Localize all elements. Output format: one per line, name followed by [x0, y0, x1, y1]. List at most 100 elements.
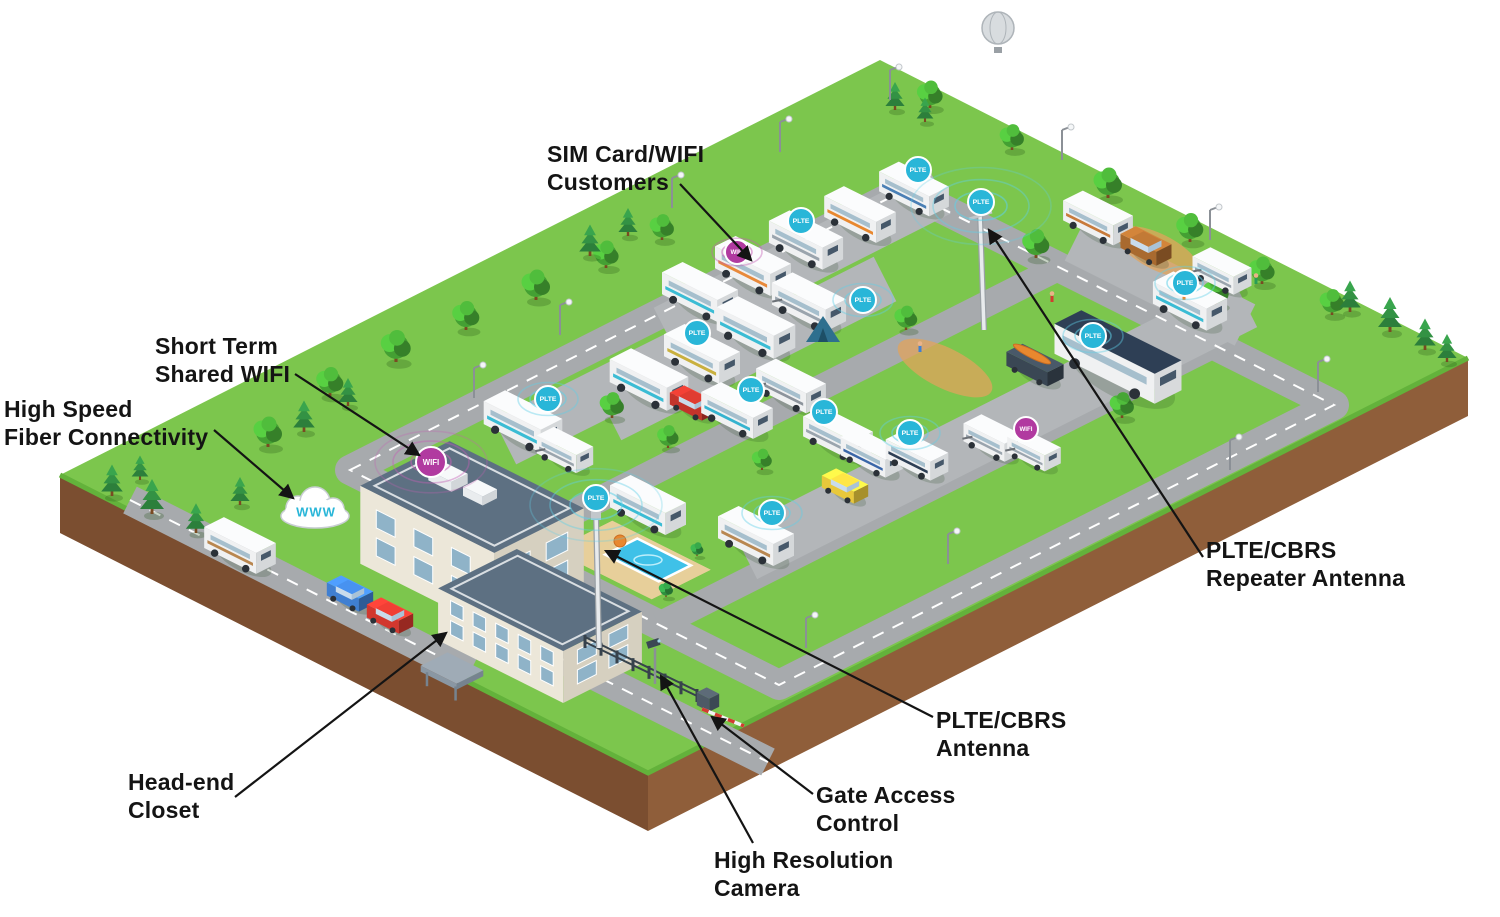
pine-tree-icon: [338, 378, 358, 412]
street-light-icon: [1061, 123, 1075, 160]
plte-badge: PLTE: [534, 385, 562, 413]
plte-badge: PLTE: [967, 188, 995, 216]
tree-icon: [452, 301, 481, 337]
label-plte-cbrs-antenna: PLTE/CBRS Antenna: [936, 706, 1066, 762]
plte-badge: PLTE: [896, 419, 924, 447]
svg-text:WIFI: WIFI: [1019, 426, 1032, 433]
svg-text:PLTE: PLTE: [588, 495, 605, 502]
label-line-2: Control: [816, 810, 900, 837]
rv-vehicle: [204, 517, 276, 578]
high-resolution-camera: [646, 638, 661, 684]
pine-tree-icon: [185, 503, 207, 539]
balloon-icon: [981, 11, 1015, 53]
label-line-1: High Resolution: [714, 847, 894, 873]
label-line-2: Antenna: [936, 735, 1030, 762]
trailer-vehicle: [1005, 428, 1061, 475]
plte-badge: PLTE: [758, 499, 786, 527]
label-line-1: PLTE/CBRS: [936, 707, 1067, 733]
plte-badge: PLTE: [1171, 269, 1199, 297]
label-high-resolution-camera: High Resolution Camera: [714, 846, 893, 902]
street-light-icon: [1317, 355, 1331, 392]
person-icon: [917, 341, 923, 352]
street-light-icon: [559, 298, 573, 335]
svg-text:PLTE: PLTE: [902, 430, 919, 437]
rv-vehicle: [716, 296, 796, 362]
label-line-2: Repeater Antenna: [1206, 565, 1406, 592]
label-short-term-shared-wifi: Short Term Shared WIFI: [155, 332, 290, 388]
street-light-icon: [1229, 433, 1243, 470]
street-light-icon: [671, 171, 685, 208]
svg-text:PLTE: PLTE: [764, 510, 781, 517]
label-line-2: Camera: [714, 875, 800, 902]
pine-tree-icon: [1339, 280, 1361, 318]
trailer-vehicle: [771, 272, 847, 335]
tree-icon: [599, 392, 626, 424]
plte-badge: PLTE: [1079, 322, 1107, 350]
label-head-end-closet: Head-end Closet: [128, 768, 234, 824]
svg-text:WIFI: WIFI: [423, 458, 439, 467]
street-light-icon: [779, 115, 793, 152]
rv-vehicle: [718, 506, 794, 570]
svg-text:PLTE: PLTE: [855, 297, 872, 304]
plte-badge: PLTE: [904, 156, 932, 184]
street-light-icon: [947, 527, 961, 564]
tree-icon: [657, 425, 680, 454]
label-line-2: Closet: [128, 797, 200, 824]
label-line-2: Fiber Connectivity: [4, 424, 209, 451]
van-vehicle: [885, 430, 949, 484]
plte-badge: PLTE: [582, 484, 610, 512]
tree-icon: [316, 367, 345, 403]
svg-text:PLTE: PLTE: [1177, 280, 1194, 287]
tree-icon: [521, 269, 551, 307]
pine-tree-icon: [131, 455, 149, 485]
svg-text:PLTE: PLTE: [689, 330, 706, 337]
svg-text:PLTE: PLTE: [540, 396, 557, 403]
pine-tree-icon: [1414, 318, 1436, 356]
wifi-badge: WIFI: [1013, 416, 1039, 442]
pine-tree-icon: [293, 400, 315, 438]
tree-icon: [1176, 213, 1205, 249]
pine-tree-icon: [1378, 297, 1402, 338]
svg-text:PLTE: PLTE: [973, 199, 990, 206]
label-line-1: PLTE/CBRS: [1206, 537, 1337, 563]
tree-icon: [1109, 392, 1136, 424]
tree-icon: [253, 416, 283, 454]
rv-vehicle: [664, 324, 740, 388]
pine-tree-icon: [618, 208, 638, 242]
label-sim-card-wifi-customers: SIM Card/WIFI Customers: [547, 140, 704, 196]
rv-vehicle: [824, 186, 896, 247]
label-line-2: Customers: [547, 169, 669, 196]
label-line-1: High Speed: [4, 396, 133, 422]
scenery: [806, 11, 1259, 352]
tree-icon: [690, 542, 706, 561]
street-light-icon: [889, 63, 903, 100]
plte-badge: PLTE: [787, 207, 815, 235]
svg-text:WWW: WWW: [296, 505, 336, 520]
tree-icon: [1022, 229, 1051, 265]
pine-tree-icon: [230, 477, 250, 511]
pine-tree-icon: [916, 97, 934, 127]
plte-badge: PLTE: [810, 398, 838, 426]
street-light-icon: [805, 611, 819, 648]
leader-lines: [213, 183, 1204, 844]
network-overlay: PLTE PLTE PLTE PLTE PLTE PLTE PLTE PLTE PLTE PLTE…: [280, 156, 1216, 649]
label-line-1: SIM Card/WIFI: [547, 141, 705, 167]
person-icon: [1049, 291, 1055, 302]
street-lights: [473, 63, 1331, 648]
tree-icon: [751, 448, 774, 476]
rv-vehicle: [610, 475, 686, 539]
pine-tree-icon: [140, 479, 164, 520]
pickup-vehicle: [1006, 343, 1064, 390]
person-icon: [1253, 273, 1259, 284]
plte-badge: PLTE: [737, 376, 765, 404]
svg-text:PLTE: PLTE: [1085, 333, 1102, 340]
street-light-icon: [473, 361, 487, 398]
label-gate-access-control: Gate Access Control: [816, 781, 955, 837]
gate-area: [583, 635, 745, 728]
car-vehicle: [366, 597, 414, 637]
tree-icon: [649, 214, 676, 246]
street-light-icon: [1209, 203, 1223, 240]
trailer-vehicle: [535, 426, 594, 476]
plte-badge: PLTE: [849, 286, 877, 314]
